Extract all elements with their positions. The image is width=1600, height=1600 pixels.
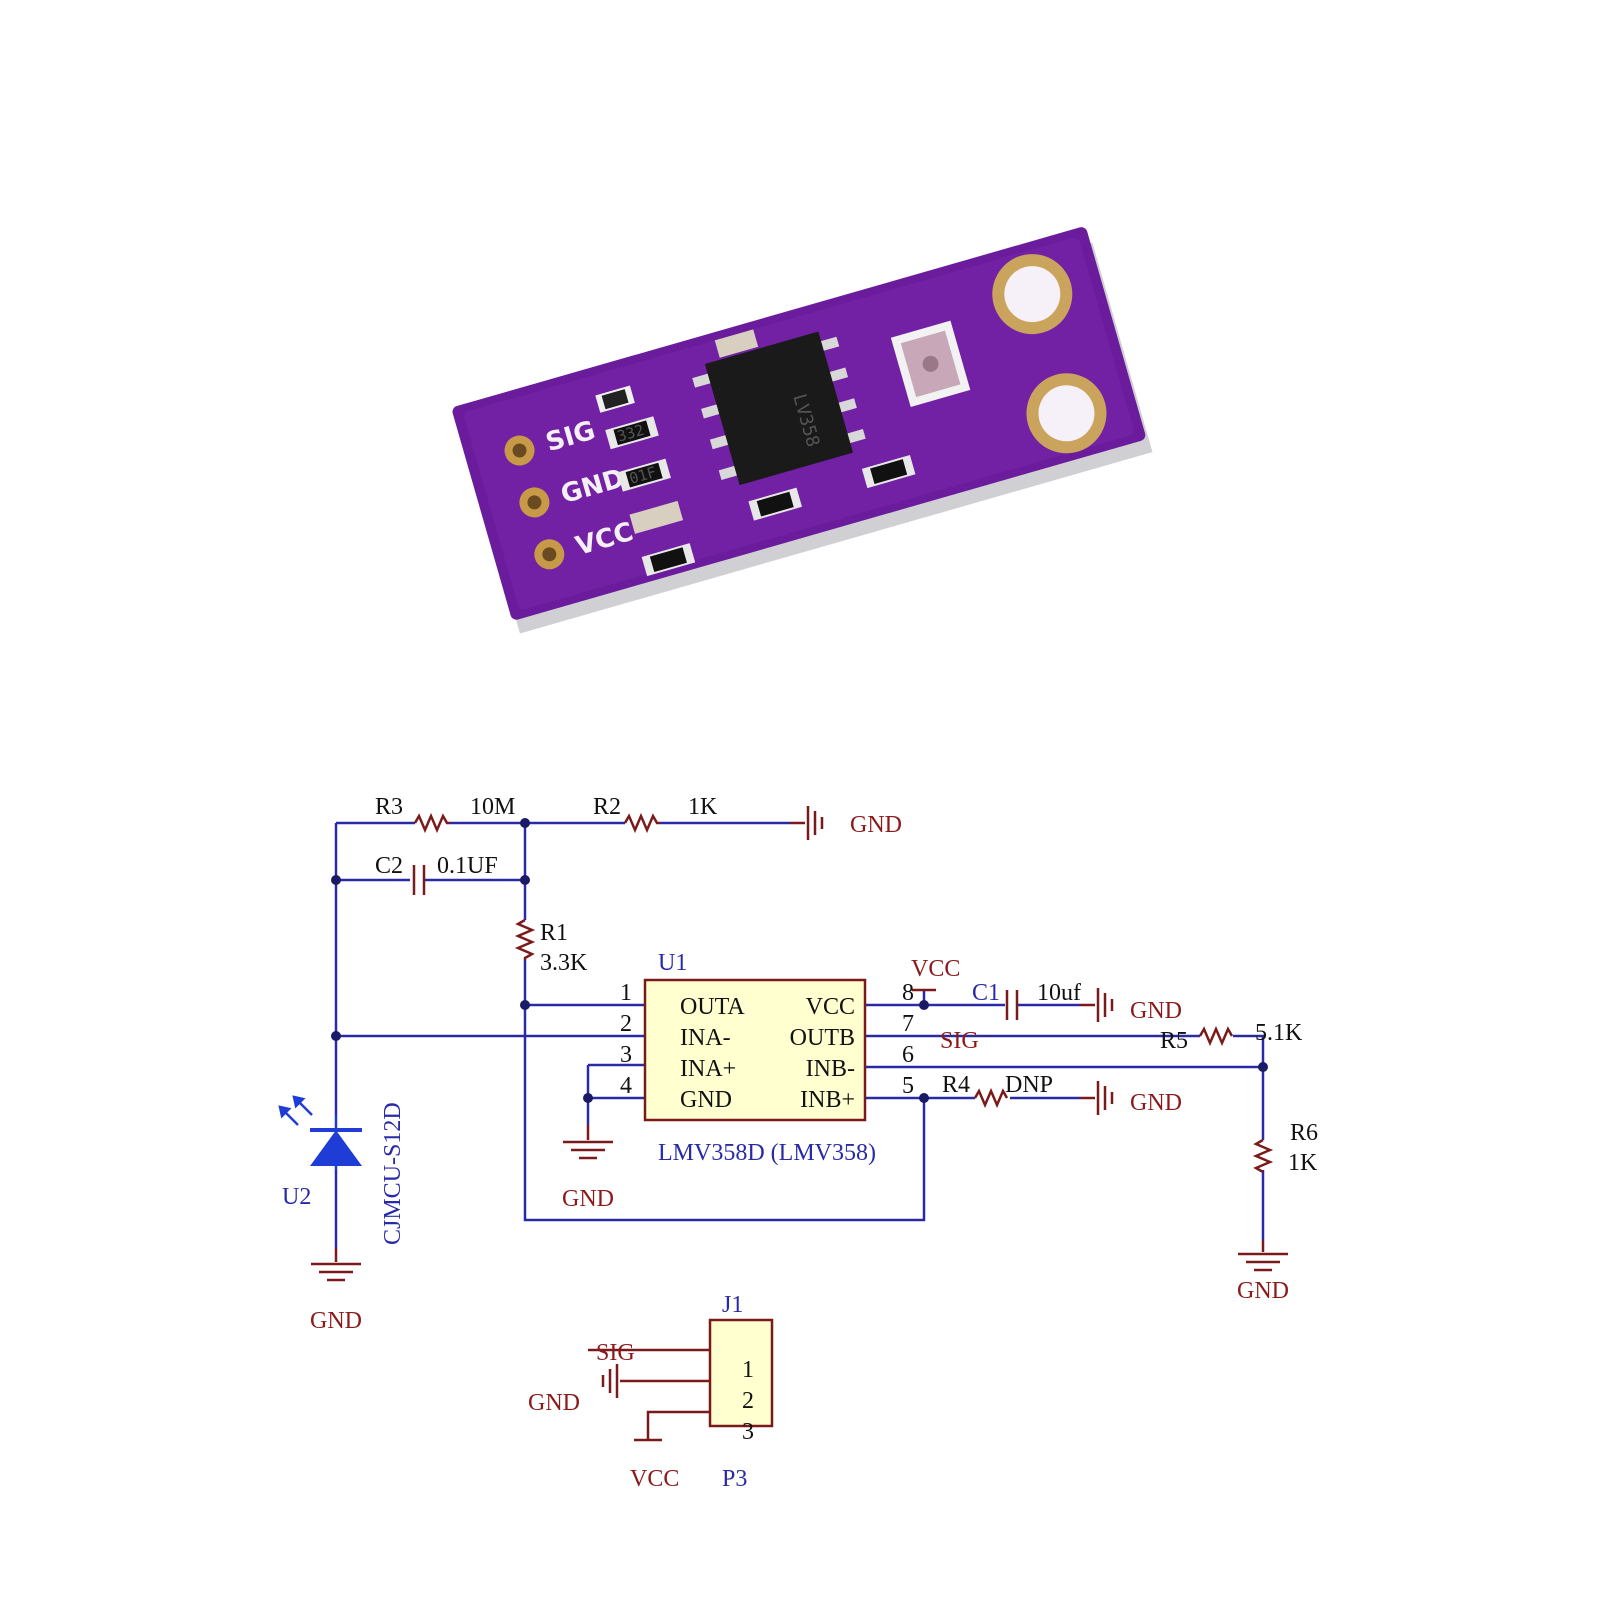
label-r4: R4: [942, 1072, 970, 1098]
connector-j1-box: [708, 1318, 774, 1428]
label-r3: R3: [375, 794, 403, 820]
pad-gnd: [519, 487, 550, 518]
label-sig-j1: SIG: [596, 1340, 635, 1366]
j1-pin-2: 2: [742, 1388, 754, 1414]
label-gnd-r4: GND: [1130, 1090, 1182, 1116]
connector-wires: [588, 1348, 710, 1442]
label-r2-value: 1K: [688, 794, 718, 820]
pin-name-outa: OUTA: [680, 994, 745, 1020]
pad-sig: [504, 435, 535, 466]
mounting-hole-bottom: [1026, 373, 1107, 454]
pin-name-vcc: VCC: [806, 994, 855, 1020]
gnd-symbol-u2: [311, 1248, 361, 1282]
capacitor-c2-symbol: [412, 865, 426, 895]
gnd-symbol-r2: [790, 806, 824, 840]
label-gnd-c1: GND: [1130, 998, 1182, 1024]
label-r4-value: DNP: [1005, 1072, 1053, 1098]
photodiode-sensor: [890, 320, 971, 407]
resistor-r1-symbol: [514, 918, 536, 960]
resistor-r6-symbol: [1252, 1138, 1274, 1174]
j1-pin-3: 3: [742, 1419, 754, 1445]
label-r1: R1: [540, 920, 568, 946]
pin-6: 6: [902, 1042, 914, 1068]
label-vcc-j1: VCC: [630, 1466, 679, 1492]
op-amp-chip: LV358: [692, 331, 866, 486]
label-r6: R6: [1290, 1120, 1318, 1146]
resistor-r5-symbol: [1198, 1025, 1234, 1047]
opamp-u1-box: [643, 978, 867, 1122]
junction-dots: [331, 818, 1268, 1103]
label-j1: J1: [722, 1292, 743, 1318]
label-gnd-j1: GND: [528, 1390, 580, 1416]
label-r5-value: 5.1K: [1255, 1020, 1303, 1046]
light-arrows-icon: [278, 1095, 313, 1126]
label-u2-part: CJMCU-S12D: [380, 1102, 406, 1245]
pin-name-inb-minus: INB-: [806, 1056, 855, 1082]
label-gnd-r2: GND: [850, 812, 902, 838]
capacitor-c1-symbol: [1005, 990, 1019, 1020]
mounting-hole-top: [992, 254, 1073, 335]
pin-7: 7: [902, 1011, 914, 1037]
label-r2: R2: [593, 794, 621, 820]
schematic: R3 10M R2 1K GND C2 0.1UF R1 3.3K U1 VCC…: [278, 794, 1318, 1492]
label-c1-value: 10uf: [1037, 980, 1081, 1006]
label-u1: U1: [658, 950, 687, 976]
pin-name-inb-plus: INB+: [800, 1087, 855, 1113]
pin-name-ina-plus: INA+: [680, 1056, 736, 1082]
label-r6-value: 1K: [1288, 1150, 1318, 1176]
gnd-symbol-j1: [601, 1364, 619, 1398]
resistor-r3-symbol: [413, 812, 450, 834]
pcb-photo: SIG GND VCC LV358 332 01F: [452, 227, 1153, 634]
photodiode-u2-symbol: [278, 1095, 362, 1170]
label-u2: U2: [282, 1184, 311, 1210]
label-gnd-r6: GND: [1237, 1278, 1289, 1304]
gnd-symbol-r6: [1238, 1240, 1288, 1272]
gnd-symbol-u1: [563, 1125, 613, 1160]
resistor-r4-symbol: [973, 1087, 1009, 1109]
label-vcc-u1: VCC: [911, 956, 960, 982]
resistor-r2-symbol: [623, 812, 660, 834]
label-sig-u1: SIG: [940, 1028, 979, 1054]
pad-vcc: [534, 539, 565, 570]
pin-5: 5: [902, 1073, 914, 1099]
pin-name-gnd: GND: [680, 1087, 732, 1113]
pin-3: 3: [620, 1042, 632, 1068]
pin-name-ina-minus: INA-: [680, 1025, 731, 1051]
label-c1: C1: [972, 980, 1000, 1006]
pin-8: 8: [902, 980, 914, 1006]
gnd-symbol-c1: [1080, 988, 1114, 1022]
pin-name-outb: OUTB: [790, 1025, 855, 1051]
label-c2: C2: [375, 853, 403, 879]
label-gnd-u1: GND: [562, 1186, 614, 1212]
label-c2-value: 0.1UF: [437, 853, 498, 879]
pin-1: 1: [620, 980, 632, 1006]
pin-2: 2: [620, 1011, 632, 1037]
label-p3: P3: [722, 1466, 747, 1492]
label-u1-part: LMV358D (LMV358): [658, 1140, 876, 1166]
label-r5: R5: [1160, 1028, 1188, 1054]
gnd-symbol-r4: [1080, 1081, 1114, 1115]
smd-components: 332 01F: [595, 329, 916, 577]
label-r3-value: 10M: [470, 794, 515, 820]
label-gnd-u2: GND: [310, 1308, 362, 1334]
j1-pin-1: 1: [742, 1357, 754, 1383]
wires: [334, 821, 1265, 1248]
label-r1-value: 3.3K: [540, 950, 588, 976]
pin-4: 4: [620, 1073, 632, 1099]
